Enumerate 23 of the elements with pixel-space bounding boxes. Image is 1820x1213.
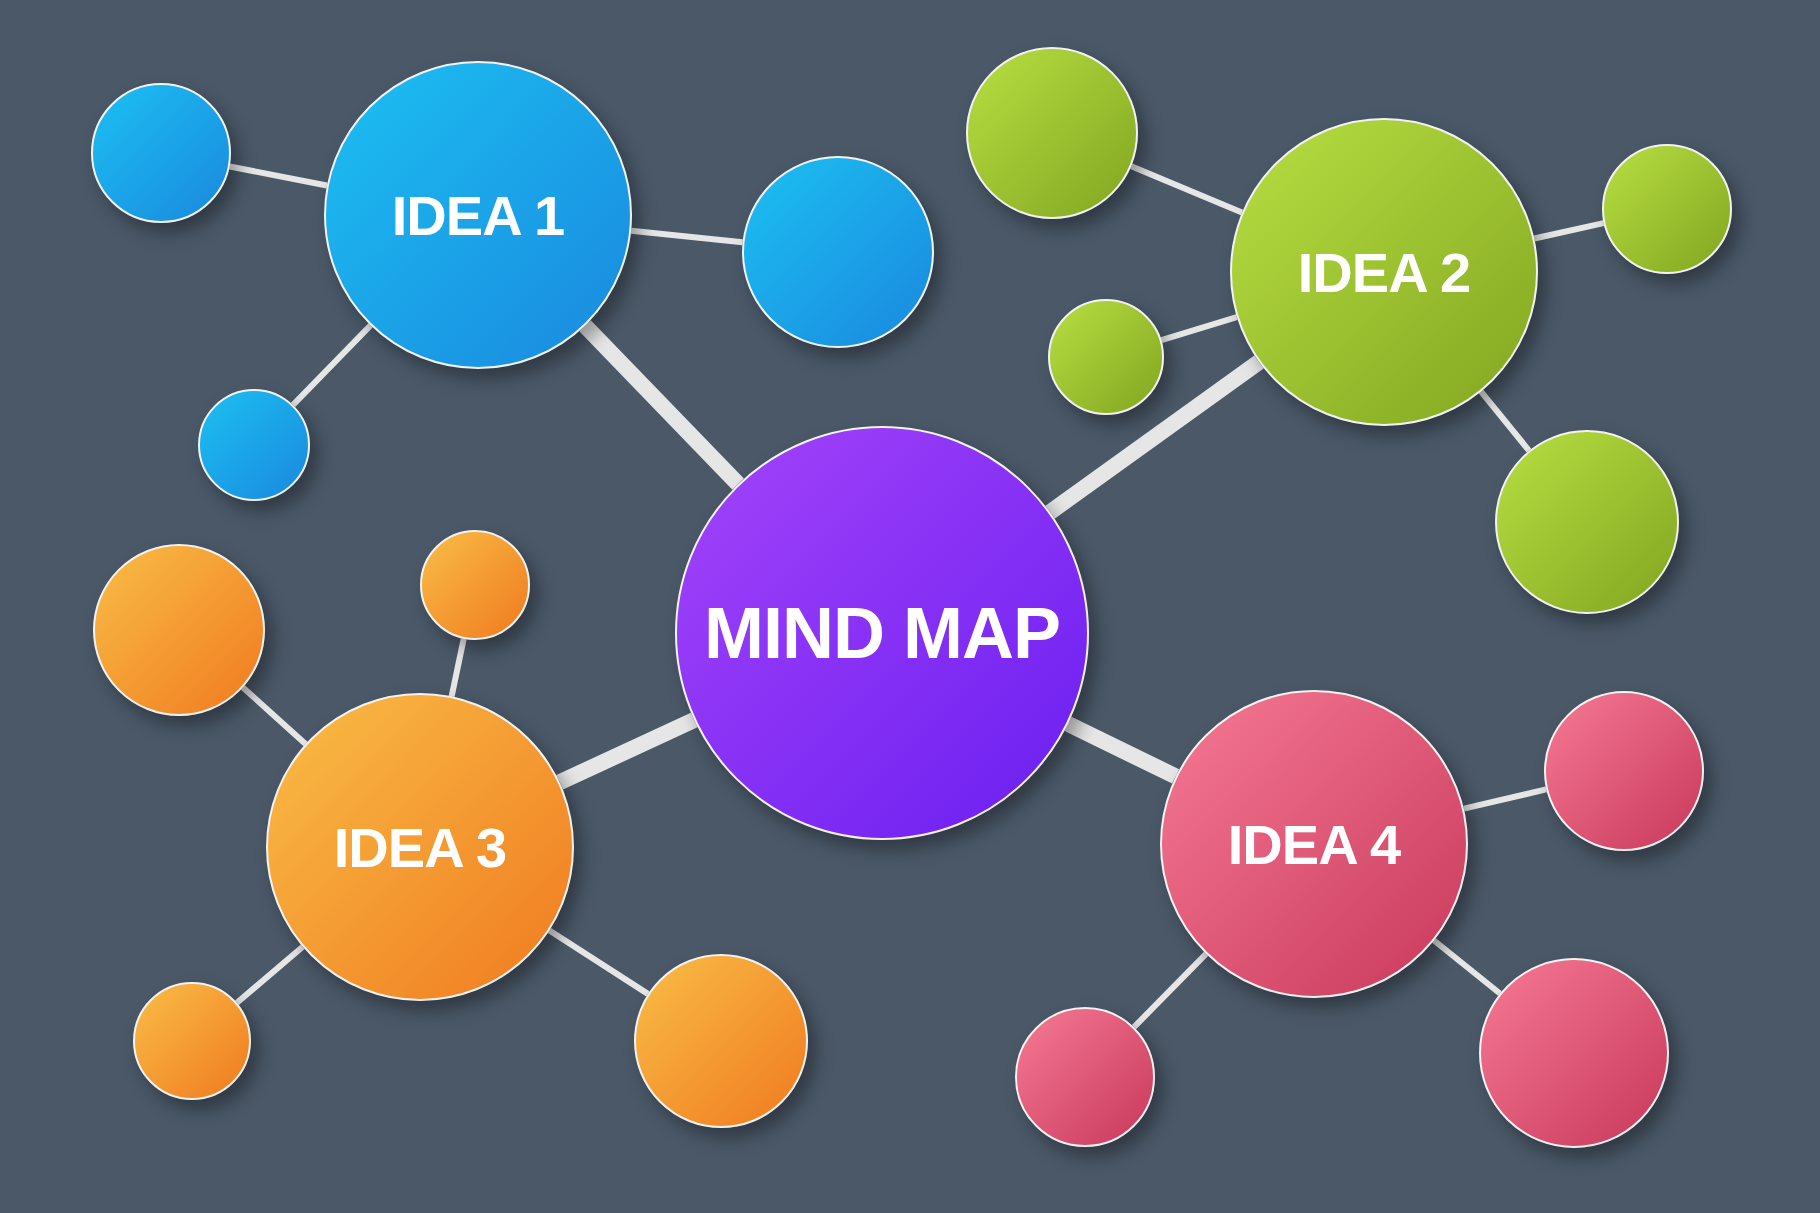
connector-line bbox=[448, 638, 467, 697]
connector-line bbox=[1478, 389, 1532, 453]
node-label: IDEA 1 bbox=[391, 182, 565, 248]
connector-line bbox=[235, 944, 305, 1006]
node-label: IDEA 4 bbox=[1227, 811, 1401, 877]
connector-line bbox=[1045, 355, 1264, 519]
connector-line bbox=[1432, 938, 1502, 996]
node-label: IDEA 2 bbox=[1297, 239, 1471, 305]
node-label: MIND MAP bbox=[704, 592, 1060, 674]
connector-line bbox=[240, 685, 308, 747]
connector-line bbox=[579, 320, 744, 490]
connector-line bbox=[229, 163, 328, 189]
connector-line bbox=[1160, 314, 1238, 343]
connector-line bbox=[630, 227, 743, 246]
node-label: IDEA 3 bbox=[333, 814, 507, 880]
connector-line bbox=[1130, 163, 1244, 216]
connector-line bbox=[290, 323, 373, 407]
connector-line bbox=[1064, 716, 1180, 784]
connector-line bbox=[547, 927, 650, 997]
connector-line bbox=[1131, 951, 1209, 1030]
connector-line bbox=[556, 712, 698, 790]
connector-line bbox=[1533, 220, 1605, 242]
connector-line bbox=[1463, 786, 1547, 812]
